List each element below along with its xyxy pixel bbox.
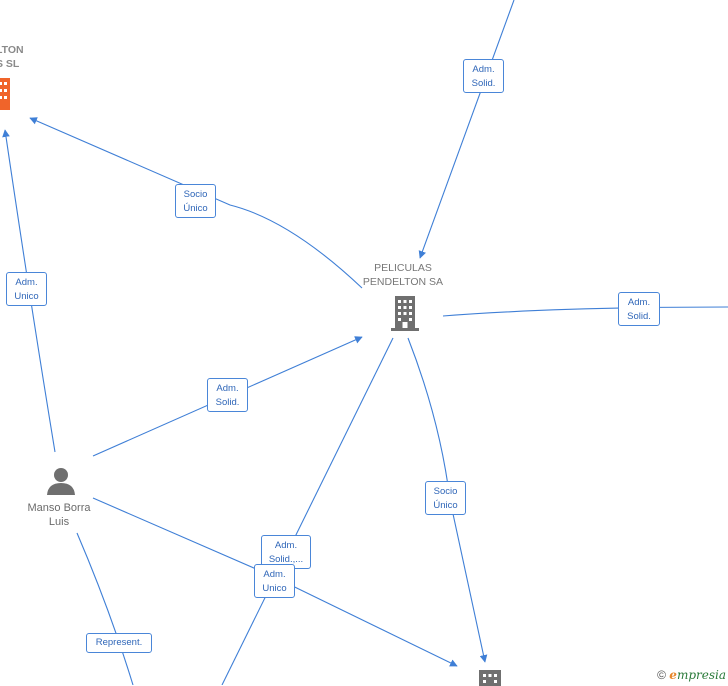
edge-label-socio-unico-bottom[interactable]: Socio Único [425, 481, 466, 515]
company-name-line2: PENDELTON SA [362, 276, 444, 288]
edge-label-socio-unico-tl[interactable]: Socio Único [175, 184, 216, 218]
edge-label-adm-unico-bottom[interactable]: Adm. Unico [254, 564, 295, 598]
building-icon-orange[interactable] [0, 78, 10, 114]
company-name-line1: LTON [0, 44, 24, 56]
edge-label-represent[interactable]: Represent. [86, 633, 152, 653]
building-icon-bottom[interactable] [476, 670, 504, 686]
company-name-line2: S SL [0, 58, 20, 70]
edge-socio-unico-tl[interactable] [29, 117, 363, 289]
edge-label-adm-solid-person[interactable]: Adm. Solid. [207, 378, 248, 412]
edge-adm-solid-right[interactable] [442, 306, 728, 317]
edge-label-adm-solid-right[interactable]: Adm. Solid. [618, 292, 660, 326]
person-icon[interactable] [46, 466, 76, 496]
edge-label-adm-solid-top[interactable]: Adm. Solid. [463, 59, 504, 93]
person-name-line2: Luis [48, 516, 70, 528]
edge-adm-solid-top[interactable] [418, 0, 515, 259]
person-node-label[interactable]: Manso Borra Luis [14, 501, 104, 529]
person-name-line1: Manso Borra [27, 502, 91, 514]
building-icon[interactable] [389, 296, 421, 332]
edge-label-adm-unico-left[interactable]: Adm. Unico [6, 272, 47, 306]
brand-logo: empresia [669, 668, 726, 682]
copyright-symbol: © [657, 668, 666, 682]
edge-label-adm-solid-trunc[interactable]: Adm. Solid.,... [261, 535, 311, 569]
company-node-top-left-label[interactable]: LTON S SL [0, 43, 36, 71]
company-node-peliculas-label[interactable]: PELICULAS PENDELTON SA [348, 261, 458, 289]
edge-represent[interactable] [76, 532, 134, 685]
watermark: © empresia [657, 668, 726, 682]
edge-adm-solid-trunc[interactable] [221, 337, 394, 685]
company-name-line1: PELICULAS [374, 262, 432, 274]
